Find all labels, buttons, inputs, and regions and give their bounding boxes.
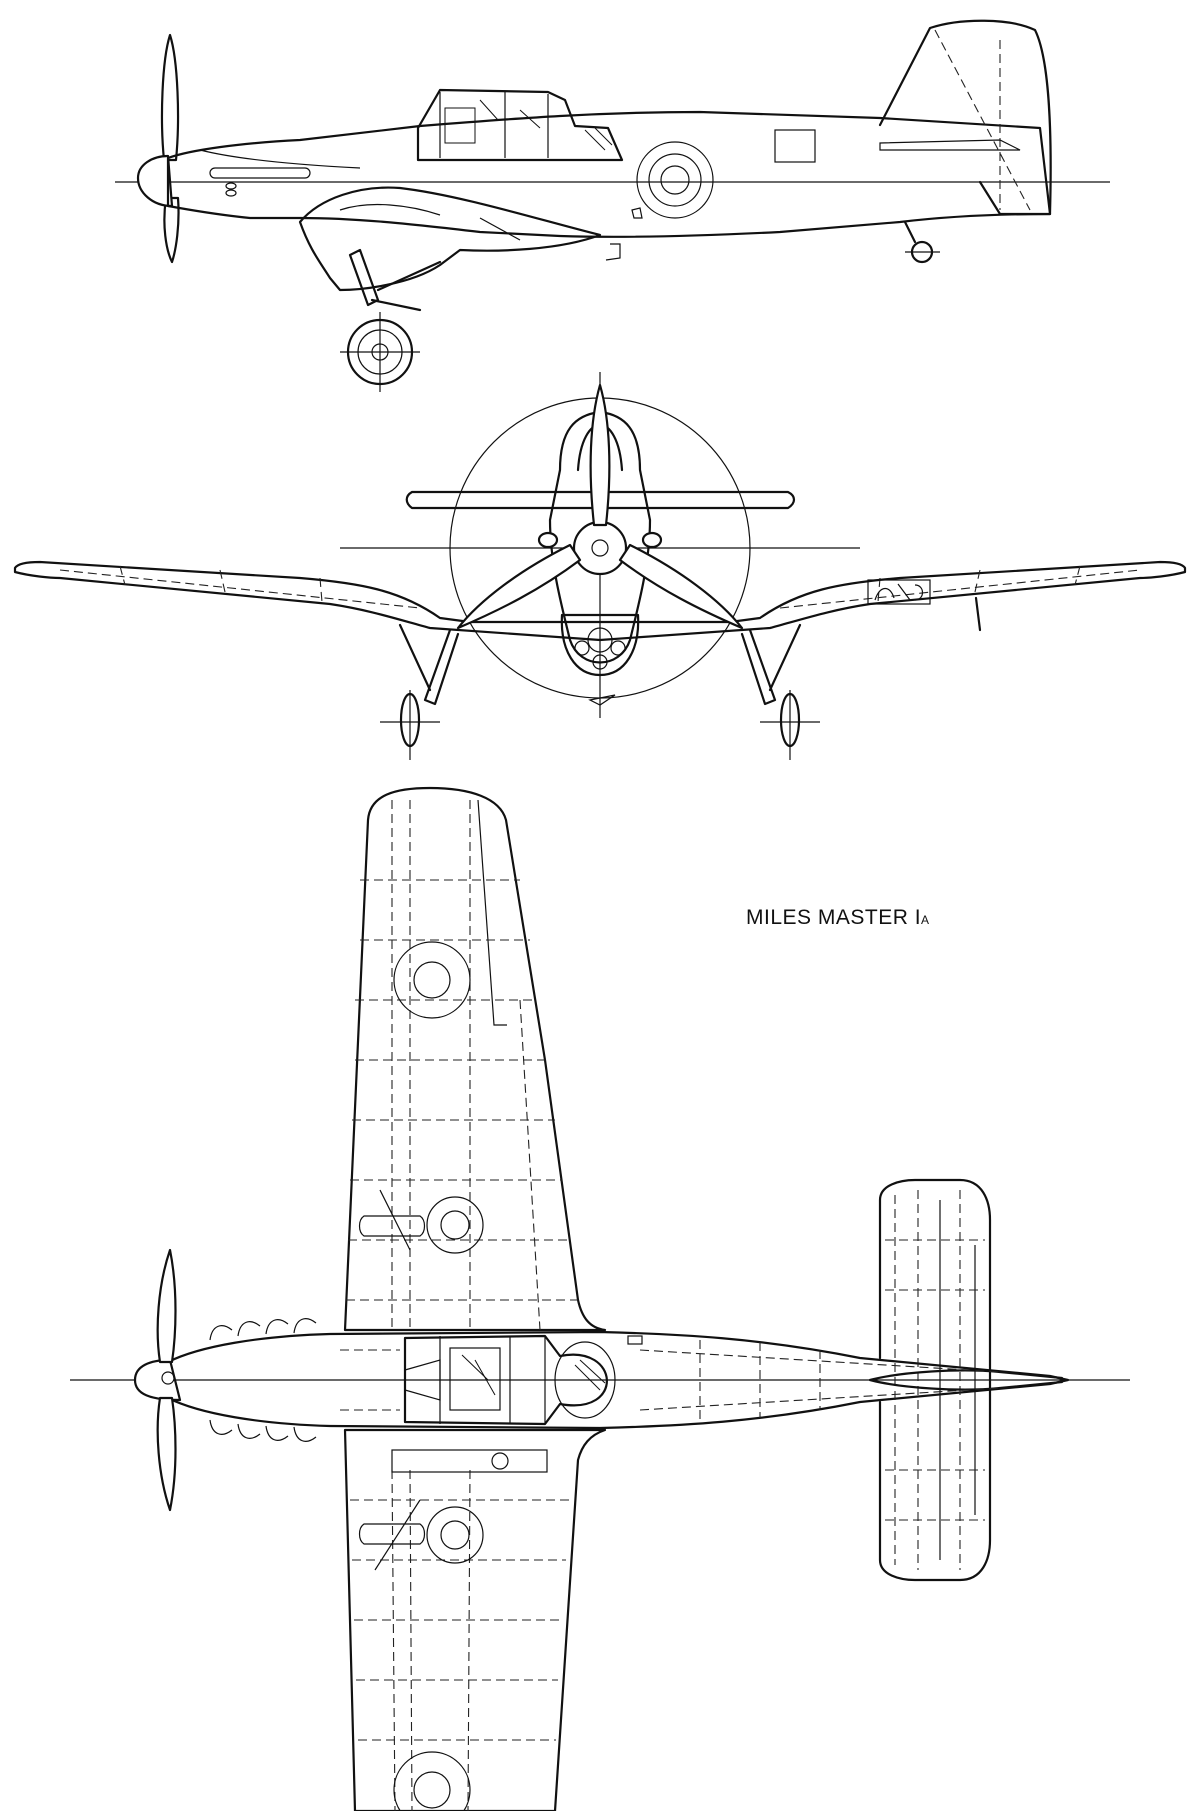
front-tailplane: [405, 490, 796, 510]
plan-wheel-well-upper: [358, 1189, 484, 1254]
plan-wheel-well-lower: [358, 1499, 484, 1571]
side-propeller: [136, 33, 180, 264]
title-main: MILES MASTER I: [746, 906, 922, 929]
plan-tailplane: [878, 1178, 992, 1582]
side-main-gear: [340, 248, 442, 392]
front-main-gear-left: [380, 623, 460, 760]
plan-flap-panel: [391, 1449, 548, 1473]
plan-spinner: [133, 1358, 182, 1402]
plan-canopy: [403, 1334, 616, 1426]
front-wing: [13, 560, 1187, 642]
front-propeller-blade-right: [618, 543, 744, 630]
title-suffix: A: [921, 913, 930, 927]
plan-roundel-lower: [393, 1751, 471, 1811]
side-roundel: [636, 141, 714, 219]
side-panel-window: [774, 129, 816, 163]
plan-wing-upper: [343, 786, 607, 1332]
side-tail-wheel: [903, 220, 940, 264]
plan-view: [70, 786, 1130, 1811]
side-canopy: [416, 88, 624, 162]
front-main-gear-right: [740, 623, 820, 760]
front-propeller-blade-left: [456, 543, 582, 630]
front-view: [13, 372, 1187, 760]
front-propeller-blade-up: [589, 383, 611, 527]
side-fin: [878, 19, 1052, 216]
side-view: [115, 19, 1110, 392]
plan-exhaust-stubs: [209, 1318, 317, 1442]
front-spinner: [572, 520, 628, 576]
plan-roundel-upper: [393, 941, 471, 1019]
plan-propeller-blade-up: [156, 1248, 177, 1364]
plan-propeller-blade-down: [156, 1396, 177, 1512]
side-wing-root: [298, 186, 602, 292]
plan-wing-lower: [343, 1428, 607, 1811]
drawing-title: MILES MASTER IA: [746, 906, 930, 930]
